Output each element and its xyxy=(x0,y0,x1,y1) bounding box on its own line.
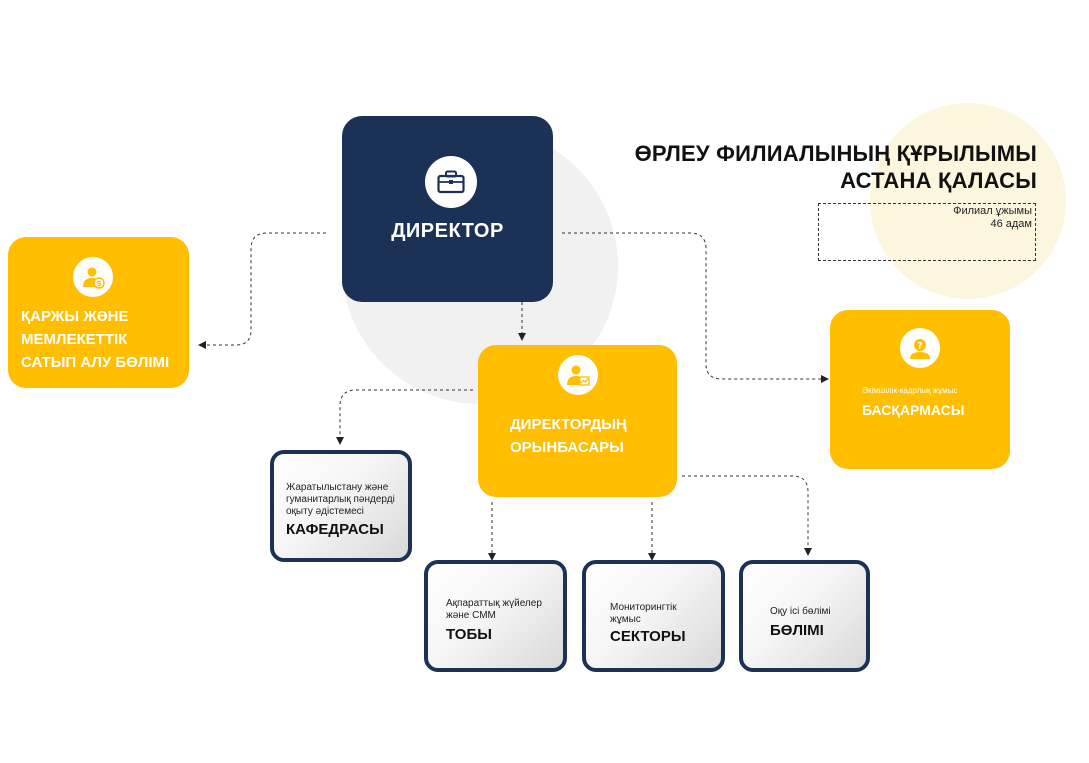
department-sub-1: Жаратылыстану және xyxy=(286,482,389,493)
deputy-line-1: ДИРЕКТОРДЫҢ xyxy=(510,416,627,433)
admin-node: ? Әкімшілік-кадрлық жұмыс БАСҚАРМАСЫ xyxy=(830,310,1010,469)
monitoring-label: СЕКТОРЫ xyxy=(610,628,686,645)
staff-line-1: Филиал ұжымы xyxy=(953,205,1032,217)
department-label: КАФЕДРАСЫ xyxy=(286,521,384,538)
admin-label: БАСҚАРМАСЫ xyxy=(862,402,965,418)
title-line-1: ӨРЛЕУ ФИЛИАЛЫНЫҢ ҚҰРЫЛЫМЫ xyxy=(634,141,1037,166)
user-question-icon: ? xyxy=(900,328,940,368)
user-chart-icon xyxy=(558,355,598,395)
admin-subtitle: Әкімшілік-кадрлық жұмыс xyxy=(862,386,958,395)
briefcase-icon xyxy=(425,156,477,208)
it-group-label: ТОБЫ xyxy=(446,626,492,643)
user-dollar-icon: $ xyxy=(73,257,113,297)
finance-line-1: ҚАРЖЫ ЖӘНЕ xyxy=(21,308,129,325)
connector-deputy-education xyxy=(682,475,812,556)
staff-count-text: Филиал ұжымы 46 адам xyxy=(953,205,1032,231)
finance-node: $ ҚАРЖЫ ЖӘНЕ МЕМЛЕКЕТТІК САТЫП АЛУ БӨЛІМ… xyxy=(8,237,189,388)
title-line-2: АСТАНА ҚАЛАСЫ xyxy=(840,168,1037,193)
director-label: ДИРЕКТОР xyxy=(391,220,504,242)
staff-line-2: 46 адам xyxy=(990,218,1032,230)
chart-title: ӨРЛЕУ ФИЛИАЛЫНЫҢ ҚҰРЫЛЫМЫ АСТАНА ҚАЛАСЫ xyxy=(635,140,1037,194)
svg-text:?: ? xyxy=(917,342,922,352)
it-group-node: Ақпараттық жүйелер және СММ ТОБЫ xyxy=(424,560,567,672)
connector-director-finance xyxy=(198,232,326,349)
background-circle-cream xyxy=(870,103,1066,299)
department-node: Жаратылыстану және гуманитарлық пәндерді… xyxy=(270,450,412,562)
department-sub-2: гуманитарлық пәндерді xyxy=(286,494,395,505)
education-sub-1: Оқу ісі бөлімі xyxy=(770,606,831,617)
director-node: ДИРЕКТОР xyxy=(342,116,553,302)
staff-count-box: Филиал ұжымы 46 адам xyxy=(818,203,1036,261)
monitoring-sub-2: жұмыс xyxy=(610,614,641,625)
monitoring-node: Мониторингтік жұмыс СЕКТОРЫ xyxy=(582,560,725,672)
department-sub-3: оқыту әдістемесі xyxy=(286,506,364,517)
finance-line-3: САТЫП АЛУ БӨЛІМІ xyxy=(21,354,170,371)
connector-director-admin xyxy=(562,232,829,383)
education-label: БӨЛІМІ xyxy=(770,622,824,639)
it-group-sub-1: Ақпараттық жүйелер xyxy=(446,598,542,609)
finance-line-2: МЕМЛЕКЕТТІК xyxy=(21,331,128,348)
it-group-sub-2: және СММ xyxy=(446,610,496,621)
svg-text:$: $ xyxy=(96,279,102,288)
connector-deputy-department xyxy=(336,389,473,445)
deputy-node: ДИРЕКТОРДЫҢ ОРЫНБАСАРЫ xyxy=(478,345,677,497)
monitoring-sub-1: Мониторингтік xyxy=(610,602,677,613)
education-node: Оқу ісі бөлімі БӨЛІМІ xyxy=(739,560,870,672)
deputy-line-2: ОРЫНБАСАРЫ xyxy=(510,439,624,456)
